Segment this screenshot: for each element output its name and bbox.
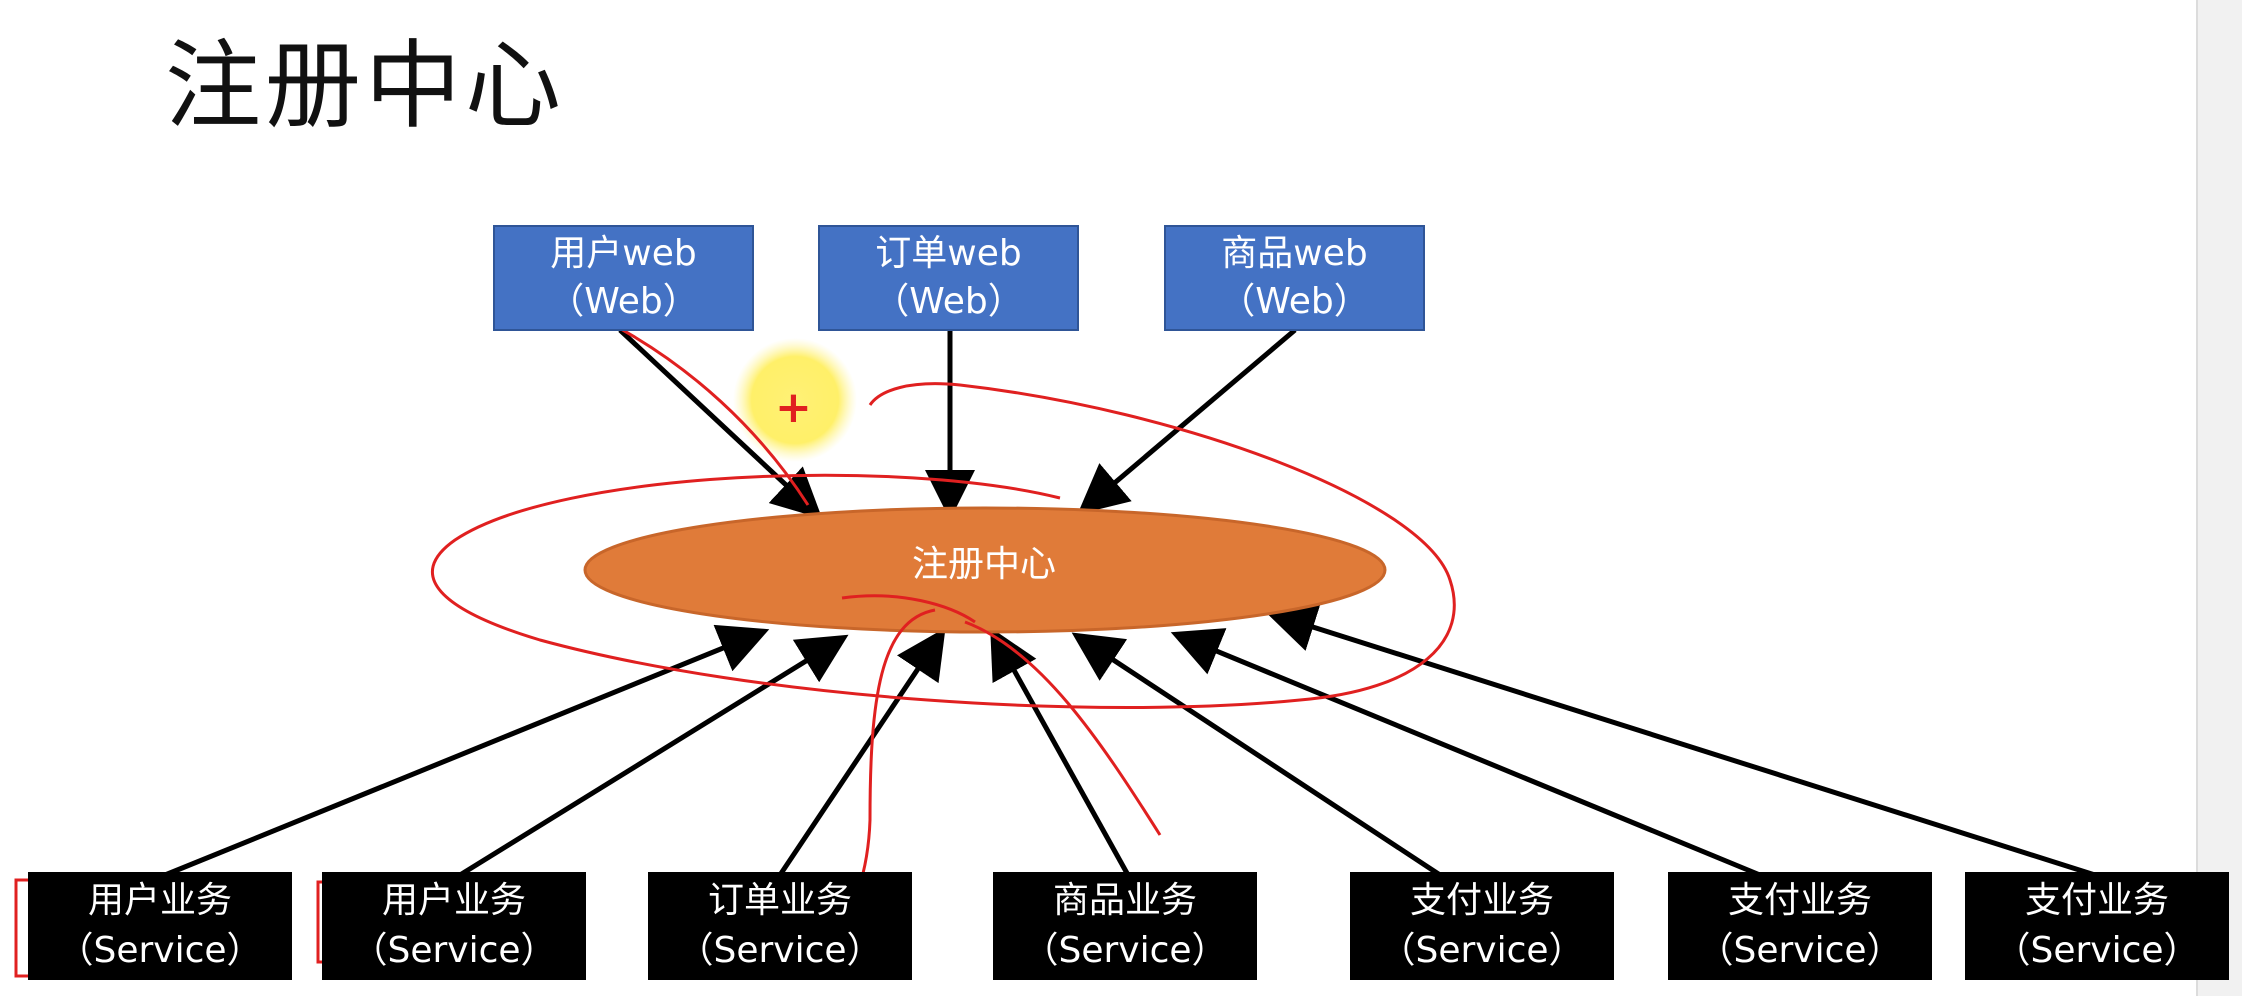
arrow-web-3: [1085, 330, 1295, 508]
service-node-label: 支付业务: [1668, 876, 1932, 926]
service-node-label: 用户业务: [28, 876, 292, 926]
scrollbar-edge[interactable]: [2196, 0, 2242, 996]
service-node-type: （Service）: [1350, 926, 1614, 976]
service-node-payment-1[interactable]: 支付业务 （Service）: [1350, 872, 1614, 980]
web-node-user-type: （Web）: [495, 278, 752, 326]
service-node-payment-3[interactable]: 支付业务 （Service）: [1965, 872, 2229, 980]
web-node-product-label: 商品web: [1166, 230, 1423, 278]
service-node-label: 订单业务: [648, 876, 912, 926]
diagram-canvas: [0, 0, 2196, 996]
web-node-product[interactable]: 商品web （Web）: [1164, 225, 1425, 331]
service-node-type: （Service）: [648, 926, 912, 976]
service-node-user-2[interactable]: 用户业务 （Service）: [322, 872, 586, 980]
crosshair-plus-icon: +: [775, 380, 811, 436]
service-node-order[interactable]: 订单业务 （Service）: [648, 872, 912, 980]
service-node-type: （Service）: [322, 926, 586, 976]
web-node-user[interactable]: 用户web （Web）: [493, 225, 754, 331]
service-node-type: （Service）: [1668, 926, 1932, 976]
annotation-stroke-4: [965, 622, 1160, 835]
service-node-payment-2[interactable]: 支付业务 （Service）: [1668, 872, 1932, 980]
service-node-type: （Service）: [1965, 926, 2229, 976]
web-node-order-type: （Web）: [820, 278, 1077, 326]
web-node-order[interactable]: 订单web （Web）: [818, 225, 1079, 331]
service-node-type: （Service）: [993, 926, 1257, 976]
web-node-product-type: （Web）: [1166, 278, 1423, 326]
arrow-svc-3: [780, 636, 940, 875]
service-node-product[interactable]: 商品业务 （Service）: [993, 872, 1257, 980]
arrow-svc-7: [1275, 615, 2095, 875]
arrow-svc-6: [1180, 636, 1760, 875]
service-node-label: 商品业务: [993, 876, 1257, 926]
service-node-label: 支付业务: [1965, 876, 2229, 926]
registry-label: 注册中心: [584, 540, 1384, 590]
web-node-user-label: 用户web: [495, 230, 752, 278]
web-node-order-label: 订单web: [820, 230, 1077, 278]
service-node-type: （Service）: [28, 926, 292, 976]
service-node-label: 支付业务: [1350, 876, 1614, 926]
page-title: 注册中心: [165, 38, 565, 134]
service-node-label: 用户业务: [322, 876, 586, 926]
arrow-svc-5: [1080, 638, 1440, 875]
service-node-user-1[interactable]: 用户业务 （Service）: [28, 872, 292, 980]
